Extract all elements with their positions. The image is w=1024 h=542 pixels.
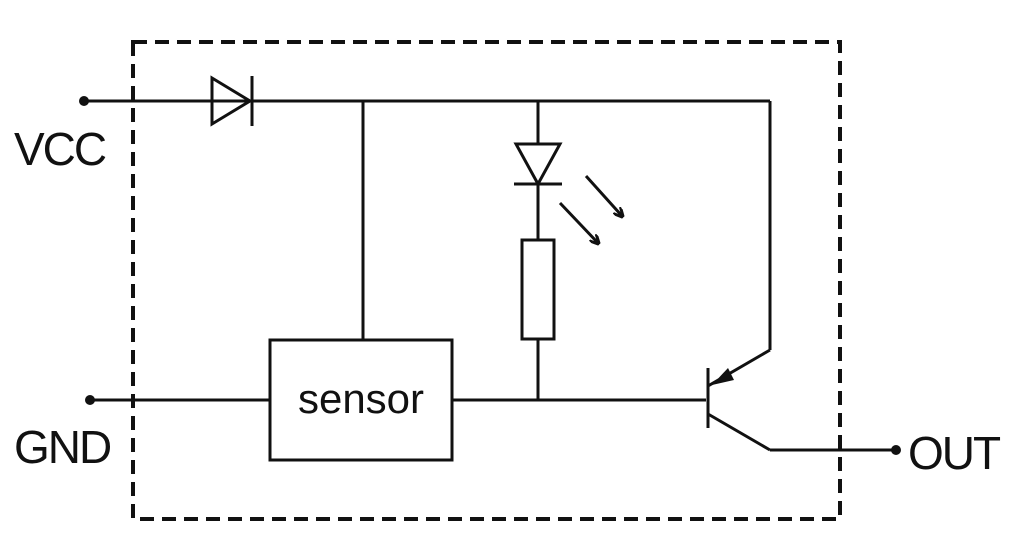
gnd-label: GND [14,421,112,473]
light-emission-arrows-icon [558,174,622,243]
sensor-label: sensor [297,375,425,422]
transistor-symbol [706,348,771,452]
vcc-label: VCC [14,123,107,175]
out-pin-dot [891,445,901,455]
led-symbol [513,142,563,188]
diode-symbol [210,75,254,127]
resistor-symbol [520,238,556,341]
sensor-box [268,338,454,462]
module-boundary [131,40,842,521]
out-label: OUT [908,427,1001,479]
